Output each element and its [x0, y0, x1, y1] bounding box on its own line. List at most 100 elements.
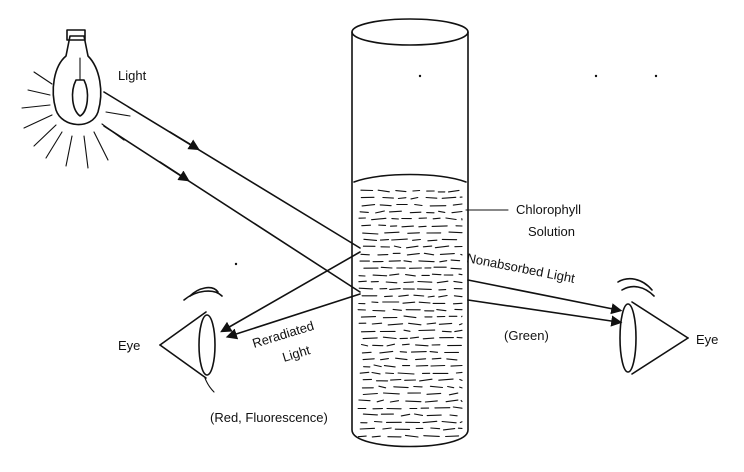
liquid-dash	[454, 329, 463, 333]
left-eye-icon	[159, 286, 223, 393]
liquid-dash	[379, 204, 392, 207]
liquid-dash	[426, 414, 442, 417]
liquid-dash	[389, 273, 400, 276]
liquid-dash	[382, 196, 394, 199]
liquid-dash	[432, 217, 441, 220]
liquid-dash	[388, 210, 402, 213]
liquid-dash	[418, 225, 427, 228]
liquid-dash	[371, 435, 381, 438]
liquid-dash	[395, 190, 407, 193]
liquid-dash	[397, 197, 407, 200]
liquid-dash	[385, 281, 398, 284]
liquid-dash	[434, 245, 450, 249]
liquid-dash	[401, 343, 410, 346]
reradiated-light-rays	[220, 251, 361, 340]
liquid-dash	[391, 238, 408, 241]
light-bulb-icon	[21, 29, 131, 169]
liquid-dash	[438, 294, 448, 298]
liquid-dash	[383, 365, 396, 368]
liquid-dash	[423, 252, 435, 256]
liquid-dash	[439, 260, 448, 263]
liquid-dash	[379, 239, 390, 241]
liquid-dash	[426, 322, 437, 325]
liquid-dash	[412, 189, 421, 192]
liquid-dash	[417, 280, 433, 283]
liquid-dash	[359, 211, 369, 213]
liquid-dash	[410, 351, 427, 353]
liquid-dash	[379, 350, 394, 354]
chlorophyll-solution-liquid	[357, 189, 463, 438]
incident-light-rays	[103, 91, 361, 293]
liquid-dash	[392, 308, 402, 311]
reradiated-label-line2: Light	[280, 342, 312, 365]
liquid-dash	[429, 351, 439, 353]
liquid-dash	[400, 413, 411, 417]
liquid-dash	[378, 385, 387, 389]
liquid-dash	[459, 421, 463, 424]
liquid-dash	[450, 364, 463, 367]
liquid-dash	[382, 336, 397, 340]
liquid-dash	[371, 322, 383, 325]
liquid-dash	[460, 253, 463, 256]
liquid-dash	[361, 204, 376, 207]
red-fluorescence-label: (Red, Fluorescence)	[210, 410, 328, 425]
liquid-dash	[385, 372, 395, 375]
liquid-dash	[418, 260, 435, 263]
liquid-dash	[360, 316, 377, 318]
nonabsorbed-light-rays	[467, 279, 623, 327]
liquid-dash	[423, 435, 440, 437]
liquid-dash	[452, 406, 463, 409]
liquid-dash	[445, 435, 460, 438]
liquid-dash	[438, 322, 453, 325]
liquid-dash	[405, 274, 416, 277]
liquid-dash	[363, 238, 378, 241]
liquid-dash	[450, 267, 462, 270]
liquid-dash	[453, 295, 463, 298]
liquid-dash	[403, 281, 414, 284]
liquid-dash	[438, 210, 446, 213]
liquid-dash	[371, 217, 387, 221]
liquid-dash	[358, 287, 374, 290]
liquid-dash	[360, 253, 370, 256]
liquid-dash	[399, 351, 408, 353]
light-label: Light	[118, 68, 147, 83]
liquid-dash	[458, 273, 463, 276]
liquid-dash	[357, 435, 367, 438]
liquid-dash	[441, 196, 457, 199]
right-eye-icon	[617, 277, 689, 375]
liquid-dash	[403, 315, 417, 319]
left-eye-label: Eye	[118, 338, 140, 353]
liquid-dash	[359, 371, 370, 374]
liquid-dash	[438, 378, 454, 381]
liquid-dash	[450, 259, 461, 262]
liquid-dash	[418, 301, 431, 304]
liquid-dash	[424, 400, 438, 403]
liquid-dash	[407, 232, 420, 234]
test-tube	[351, 18, 469, 448]
liquid-dash	[393, 245, 402, 249]
liquid-dash	[403, 329, 411, 332]
liquid-dash	[431, 357, 442, 360]
liquid-dash	[458, 323, 463, 326]
liquid-dash	[413, 294, 425, 297]
liquid-dash	[460, 399, 463, 403]
liquid-dash	[413, 413, 424, 416]
liquid-dash	[430, 364, 446, 367]
liquid-dash	[431, 273, 442, 276]
nonabsorbed-label: Nonabsorbed Light	[465, 250, 576, 286]
liquid-dash	[431, 225, 448, 227]
liquid-dash	[419, 378, 433, 382]
liquid-dash	[409, 336, 420, 339]
liquid-dash	[389, 400, 400, 403]
liquid-dash	[362, 232, 379, 235]
liquid-dash	[360, 343, 369, 347]
chlorophyll-label-line2: Solution	[528, 224, 575, 239]
liquid-dash	[455, 371, 463, 374]
liquid-dash	[362, 337, 378, 340]
liquid-dash	[416, 288, 432, 290]
liquid-dash	[445, 399, 459, 403]
liquid-dash	[373, 364, 382, 368]
liquid-dash	[361, 351, 372, 354]
